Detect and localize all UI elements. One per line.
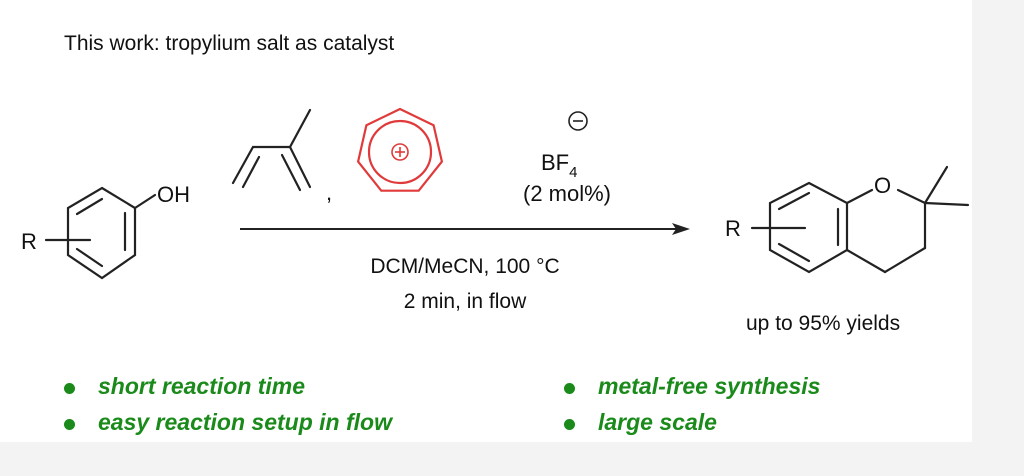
bullet-icon — [564, 419, 575, 430]
feature-item: large scale — [598, 409, 717, 435]
reaction-scheme: OH R , BF4 (2 mol%) — [21, 107, 970, 280]
isoprene-structure — [231, 108, 312, 192]
reactant-r-label: R — [21, 229, 37, 254]
chromane-structure — [750, 165, 970, 274]
negative-charge-icon — [568, 111, 588, 131]
product-r-label: R — [725, 216, 741, 241]
reagent-separator: , — [326, 180, 332, 205]
catalyst-loading: (2 mol%) — [523, 181, 611, 206]
conditions-line-2: 2 min, in flow — [403, 290, 527, 313]
feature-item: easy reaction setup in flow — [98, 409, 392, 435]
anion-label: BF4 — [541, 150, 577, 181]
bullet-icon — [64, 419, 75, 430]
conditions-line-1: DCM/MeCN, 100 °C — [370, 255, 560, 278]
feature-item: metal-free synthesis — [598, 373, 821, 399]
oxygen-label: O — [874, 173, 891, 198]
scheme-canvas: This work: tropylium salt as catalyst OH… — [0, 0, 972, 442]
bullet-icon — [64, 383, 75, 394]
reaction-arrow — [240, 223, 690, 235]
feature-item: short reaction time — [98, 373, 306, 399]
scheme-title: This work: tropylium salt as catalyst — [64, 32, 395, 55]
bullet-icon — [564, 383, 575, 394]
hydroxyl-label: OH — [157, 182, 190, 207]
tropylium-cation — [356, 107, 444, 192]
yield-text: up to 95% yields — [746, 312, 901, 335]
phenol-structure — [44, 186, 157, 280]
